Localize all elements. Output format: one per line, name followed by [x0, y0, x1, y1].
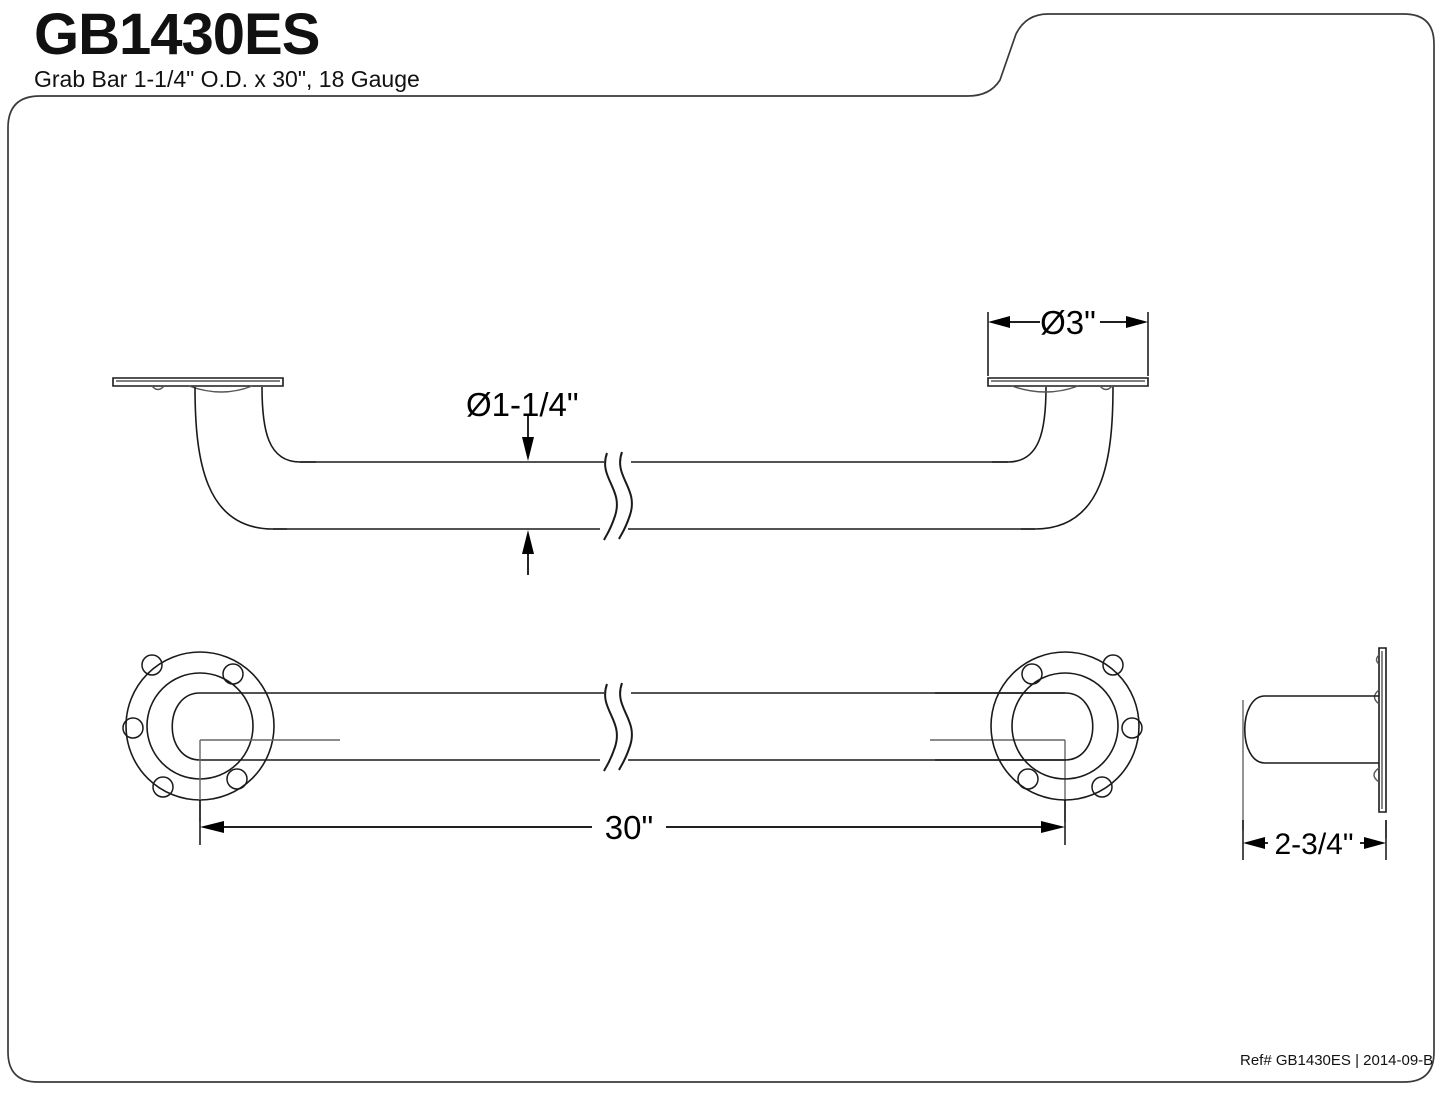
elevation-view: Ø3" Ø1-1/4"	[112, 304, 1149, 575]
elevation-right-elbow	[992, 386, 1114, 530]
plan-right-tube-end	[935, 692, 1094, 761]
page-title: GB1430ES	[34, 2, 320, 67]
side-tube-profile	[1244, 695, 1379, 764]
plan-tube-body	[330, 692, 1065, 761]
elevation-right-flange	[987, 377, 1149, 393]
flange-diameter-dimension: Ø3"	[987, 304, 1149, 376]
elevation-tube-body	[273, 461, 1035, 530]
elevation-break-symbol	[603, 451, 633, 541]
overall-length-dimension: 30"	[199, 800, 1066, 846]
plan-left-flange	[122, 651, 275, 801]
overall-length-label: 30"	[605, 809, 653, 846]
tube-diameter-label: Ø1-1/4"	[466, 386, 579, 423]
plan-right-flange	[990, 651, 1143, 801]
title-block: GB1430ES Grab Bar 1-1/4" O.D. x 30", 18 …	[34, 2, 420, 93]
page-subtitle: Grab Bar 1-1/4" O.D. x 30", 18 Gauge	[34, 66, 420, 92]
wall-projection-label: 2-3/4"	[1274, 828, 1353, 861]
plan-left-tube-end	[171, 692, 330, 761]
side-view: 2-3/4"	[1242, 647, 1387, 861]
side-flange-plate	[1373, 647, 1387, 813]
plan-view: 30"	[122, 651, 1143, 846]
side-centerlines	[1242, 700, 1387, 838]
elevation-left-elbow	[194, 386, 316, 530]
wall-projection-dimension: 2-3/4"	[1242, 820, 1387, 861]
elevation-left-flange	[112, 377, 284, 393]
plan-break-symbol	[603, 682, 633, 772]
tube-diameter-dimension: Ø1-1/4"	[466, 386, 579, 575]
flange-diameter-label: Ø3"	[1040, 304, 1096, 341]
reference-label: Ref# GB1430ES | 2014-09-B	[1240, 1052, 1434, 1069]
